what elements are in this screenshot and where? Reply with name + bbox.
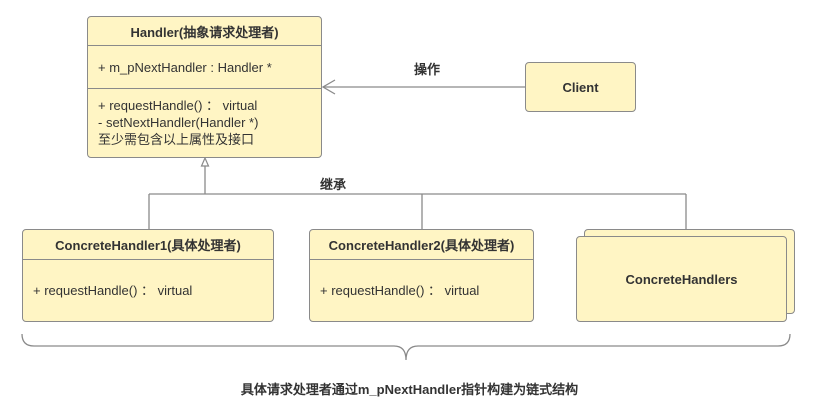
concrete-handler-2-title: ConcreteHandler2(具体处理者) bbox=[310, 230, 533, 260]
concrete-handler-1-methods: + requestHandle() ： virtual bbox=[23, 260, 273, 320]
handler-method: - setNextHandler(Handler *) bbox=[98, 115, 259, 130]
operation-label: 操作 bbox=[414, 62, 441, 77]
concrete-handlers-box[interactable]: ConcreteHandlers bbox=[576, 236, 787, 322]
handler-class-title: Handler(抽象请求处理者) bbox=[88, 17, 321, 46]
handler-attributes: + m_pNextHandler : Handler * bbox=[88, 46, 321, 89]
handler-methods: + requestHandle() ： virtual - setNextHan… bbox=[88, 89, 321, 156]
association-arrowhead bbox=[321, 79, 336, 95]
curly-brace bbox=[21, 333, 791, 361]
client-title: Client bbox=[562, 79, 599, 95]
inheritance-label: 继承 bbox=[320, 177, 347, 192]
client-box[interactable]: Client bbox=[525, 62, 636, 112]
caption: 具体请求处理者通过m_pNextHandler指针构建为链式结构 bbox=[240, 382, 579, 397]
concrete-handler-2[interactable]: ConcreteHandler2(具体处理者) + requestHandle(… bbox=[309, 229, 534, 322]
concrete-handler-2-method: + requestHandle() ： virtual bbox=[320, 282, 480, 298]
concrete-handler-1[interactable]: ConcreteHandler1(具体处理者) + requestHandle(… bbox=[22, 229, 274, 322]
handler-class[interactable]: Handler(抽象请求处理者) + m_pNextHandler : Hand… bbox=[87, 16, 322, 158]
inheritance-arrowhead bbox=[200, 156, 210, 167]
handler-attribute: + m_pNextHandler : Handler * bbox=[98, 59, 272, 75]
concrete-handler-2-methods: + requestHandle() ： virtual bbox=[310, 260, 533, 320]
handler-note: 至少需包含以上属性及接口 bbox=[98, 132, 255, 147]
concrete-handler-1-title: ConcreteHandler1(具体处理者) bbox=[23, 230, 273, 260]
concrete-handlers-title: ConcreteHandlers bbox=[625, 271, 738, 287]
handler-method: + requestHandle() ： virtual bbox=[98, 98, 258, 113]
concrete-handler-1-method: + requestHandle() ： virtual bbox=[33, 282, 193, 298]
